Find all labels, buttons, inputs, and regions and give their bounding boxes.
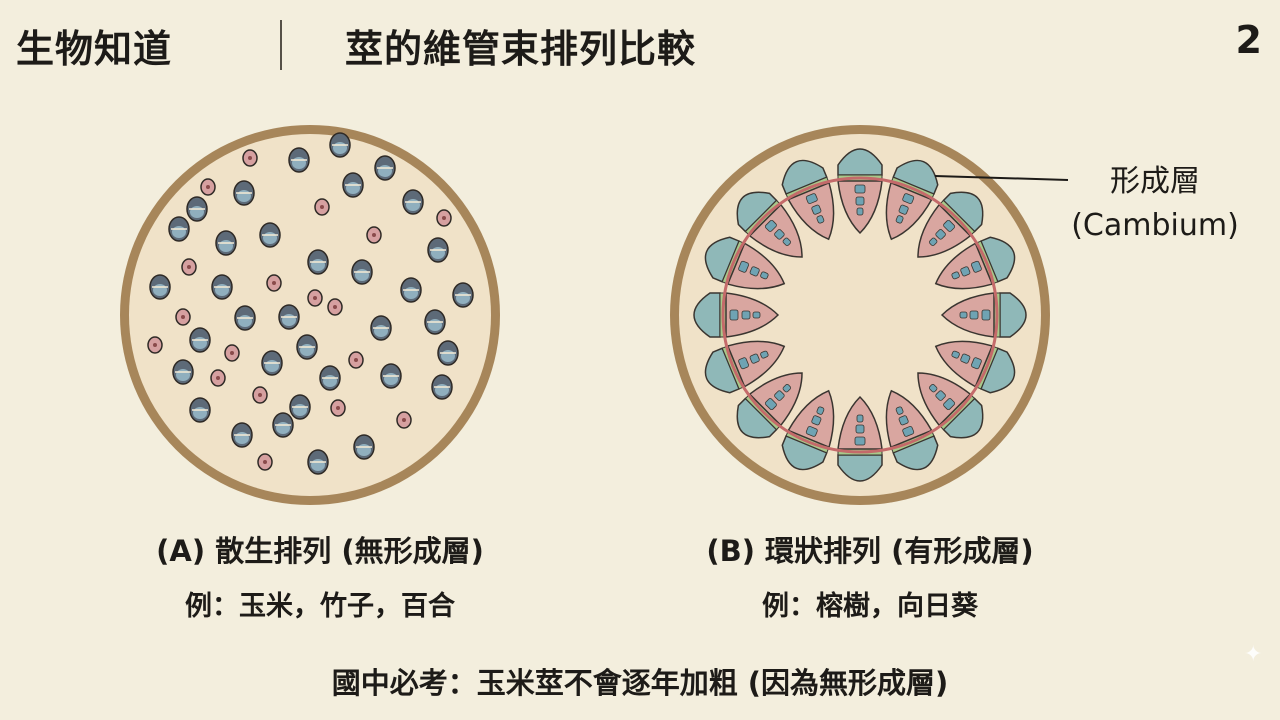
vascular-bundle	[149, 274, 171, 300]
vascular-bundle	[319, 365, 341, 391]
vascular-bundle	[885, 389, 939, 471]
vascular-bundle	[224, 344, 240, 362]
vascular-bundle	[437, 340, 459, 366]
cambium-ring	[721, 176, 999, 454]
left-caption-example: 例：玉米，竹子，百合	[185, 591, 455, 622]
vascular-bundle	[296, 334, 318, 360]
vascular-bundle	[327, 298, 343, 316]
left-caption-title: (A) 散生排列 (無形成層)	[156, 534, 484, 568]
vascular-bundle	[396, 411, 412, 429]
vascular-bundle	[329, 132, 351, 158]
vascular-bundle	[431, 374, 453, 400]
vascular-bundle	[272, 412, 294, 438]
cambium-callout: 形成層 (Cambium)	[1055, 160, 1255, 248]
vascular-bundle	[402, 189, 424, 215]
vascular-bundle	[366, 226, 382, 244]
left-caption: (A) 散生排列 (無形成層) 例：玉米，竹子，百合	[60, 528, 580, 623]
vascular-bundle	[231, 422, 253, 448]
vascular-bundle	[289, 394, 311, 420]
vascular-bundle	[885, 159, 939, 241]
vascular-bundle	[307, 289, 323, 307]
vascular-bundle	[370, 315, 392, 341]
vascular-bundle	[917, 372, 984, 439]
vascular-bundle	[427, 237, 449, 263]
vascular-bundle	[351, 259, 373, 285]
vascular-bundle	[189, 327, 211, 353]
vascular-bundle	[374, 155, 396, 181]
cambium-leader-line	[934, 175, 1069, 181]
vascular-bundle	[261, 350, 283, 376]
vascular-bundle	[934, 236, 1016, 290]
vascular-bundle	[233, 180, 255, 206]
vascular-bundle	[307, 449, 329, 475]
monocot-stem-cross-section	[120, 125, 500, 505]
vascular-bundle	[288, 147, 310, 173]
footer-note: 國中必考：玉米莖不會逐年加粗 (因為無形成層)	[331, 666, 949, 700]
vascular-bundle	[704, 340, 786, 394]
vascular-bundle	[211, 274, 233, 300]
vascular-bundle	[168, 216, 190, 242]
vascular-bundle	[330, 399, 346, 417]
vascular-bundle	[259, 222, 281, 248]
header: 生物知道 莖的維管束排列比較 2	[0, 0, 1280, 90]
scattered-bundles	[147, 132, 474, 475]
vascular-bundle	[342, 172, 364, 198]
right-caption-title: (B) 環狀排列 (有形成層)	[706, 534, 1034, 568]
ring-bundles	[693, 148, 1027, 482]
dicot-stem-cross-section	[670, 125, 1050, 505]
vascular-bundle	[175, 308, 191, 326]
right-caption: (B) 環狀排列 (有形成層) 例：榕樹，向日葵	[620, 528, 1120, 623]
cambium-label: 形成層	[1110, 164, 1200, 199]
vascular-bundle	[314, 198, 330, 216]
vascular-bundle	[200, 178, 216, 196]
vascular-bundle	[452, 282, 474, 308]
vascular-bundle	[257, 453, 273, 471]
vascular-bundle	[400, 277, 422, 303]
vascular-bundle	[436, 209, 452, 227]
header-divider	[280, 20, 282, 70]
vascular-bundle	[380, 363, 402, 389]
vascular-bundle	[234, 305, 256, 331]
vascular-bundle	[278, 304, 300, 330]
vascular-bundle	[215, 230, 237, 256]
page-number: 2	[1235, 18, 1262, 62]
vascular-bundle	[348, 351, 364, 369]
vascular-bundle	[172, 359, 194, 385]
brand-name: 生物知道	[16, 27, 173, 71]
sparkle-icon: ✦	[1244, 642, 1263, 667]
vascular-bundle	[181, 258, 197, 276]
vascular-bundle	[424, 309, 446, 335]
vascular-bundle	[147, 336, 163, 354]
monocot-stem-ground	[129, 134, 491, 496]
vascular-bundle	[252, 386, 268, 404]
vascular-bundle	[189, 397, 211, 423]
vascular-bundle	[186, 196, 208, 222]
vascular-bundle	[210, 369, 226, 387]
right-caption-example: 例：榕樹，向日葵	[762, 591, 978, 622]
vascular-bundle	[266, 274, 282, 292]
vascular-bundle	[307, 249, 329, 275]
vascular-bundle	[242, 149, 258, 167]
vascular-bundle	[353, 434, 375, 460]
cambium-label-english: (Cambium)	[1071, 208, 1239, 243]
page-title: 莖的維管束排列比較	[345, 27, 697, 71]
